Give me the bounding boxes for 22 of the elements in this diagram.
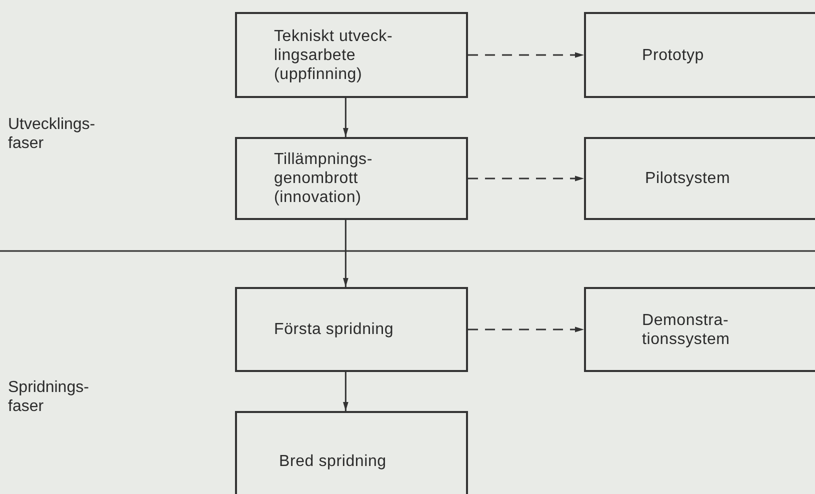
box-text: Demonstra- tionssystem: [642, 310, 731, 348]
arrow: [342, 372, 348, 411]
box-text: Tekniskt utveck- lingsarbete (uppfinning): [274, 26, 394, 84]
arrow: [468, 52, 584, 58]
box-text: Pilotsystem: [645, 169, 732, 188]
arrow: [342, 98, 348, 137]
arrow: [468, 326, 584, 332]
process-box: [584, 287, 815, 372]
box-text: Tillämpnings- genombrott (innovation): [274, 150, 374, 207]
phase-label: Utvecklings- faser: [8, 115, 96, 153]
process-box: [235, 287, 468, 372]
process-box: [584, 12, 815, 98]
phase-label: Spridnings- faser: [8, 378, 90, 416]
process-box: [235, 12, 468, 98]
box-text: Första spridning: [274, 320, 395, 339]
arrow: [342, 220, 348, 287]
process-box: [584, 137, 815, 220]
process-box: [235, 411, 468, 494]
box-text: Prototyp: [642, 46, 705, 64]
process-box: [235, 137, 468, 220]
arrow: [468, 176, 584, 182]
box-text: Bred spridning: [279, 452, 388, 470]
